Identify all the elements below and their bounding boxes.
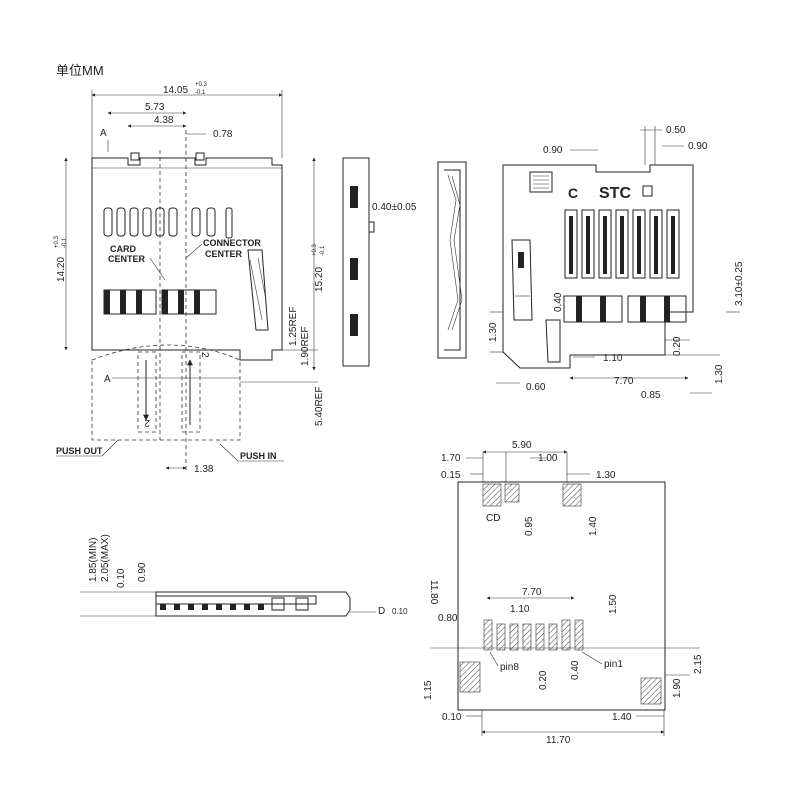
dim-br-1-30a: 1.30 [488,322,499,342]
dim-1-25-ref: 1.25REF [288,307,299,346]
contact-slots-upper [103,207,233,239]
dim-1-90-ref: 1.90REF [300,327,311,366]
dim-pcb-1-40a: 1.40 [588,516,599,536]
dim-1-38: 1.38 [194,464,214,475]
pcb-layout: 5.90 1.70 1.00 0.15 1.30 CD 0.95 1.40 11… [423,440,704,746]
contacts-br [563,209,687,323]
section-mark-bottom: A [104,374,111,385]
dim-br-3-10: 3.10±0.25 [734,261,745,306]
dim-4-38: 4.38 [154,115,174,126]
dim-15-20-tol-dn: -0.1 [320,245,326,256]
dim-br-0-60: 0.60 [526,382,546,393]
dim-pcb-0-10: 0.10 [442,712,462,723]
dim-br-0-20: 0.20 [672,336,683,356]
label-connector-center-1: CONNECTOR [203,238,261,248]
dim-side-0-40: 0.40±0.05 [372,202,417,213]
dim-front-0-90: 0.90 [137,562,148,582]
dim-pcb-0-15: 0.15 [441,470,461,481]
logo-stc: STC [599,185,631,202]
dim-15-20-tol-up: +0.3 [312,243,318,256]
dim-top-width-tol-up: +0.3 [195,82,208,88]
dim-5-40-ref: 5.40REF [314,387,325,426]
dim-br-0-50: 0.50 [666,125,686,136]
section-mark-top: A [100,128,107,139]
dim-pcb-11-80: 11.80 [428,580,439,605]
unit-label: 单位MM [56,63,104,78]
dim-pcb-0-80: 0.80 [438,613,458,624]
dim-front-2-05: 2.05(MAX) [100,534,111,582]
label-push-out: PUSH OUT [56,446,103,456]
dim-pcb-1-00: 1.00 [538,453,558,464]
dim-br-7-70: 7.70 [614,376,634,387]
side-view: 0.40±0.05 [342,157,467,367]
label-pin8: pin8 [500,662,519,673]
label-push-in: PUSH IN [240,451,277,461]
label-card-center-2: CENTER [108,254,146,264]
dim-pcb-7-70: 7.70 [522,587,542,598]
dim-pcb-2-15: 2.15 [693,654,704,674]
dim-15-20: 15.20 [314,267,325,292]
dim-5-73: 5.73 [145,102,165,113]
dim-pcb-1-70: 1.70 [441,453,461,464]
dim-0-78: 0.78 [213,129,233,140]
dim-top-width: 14.05 [163,85,188,96]
arrow-label-left: 2 [144,417,150,428]
dim-front-0-10: 0.10 [116,568,127,588]
dim-top-height: 14.20 [56,257,67,282]
pcb-pads [483,619,584,651]
label-pin1: pin1 [604,659,623,670]
dim-br-0-90a: 0.90 [543,145,563,156]
dim-br-0-90b: 0.90 [688,141,708,152]
dim-top-height-tol-up: +0.3 [54,235,60,248]
contact-blocks-lower [103,289,217,315]
flatness-mark: D [378,606,385,617]
label-card-center-1: CARD [110,244,136,254]
dim-pcb-1-10: 1.10 [510,604,530,615]
dim-br-1-10: 1.10 [603,353,623,364]
dim-br-0-85: 0.85 [641,390,661,401]
front-pins [160,597,309,611]
front-view: 1.85(MIN) 2.05(MAX) 0.10 0.90 D 0.10 [80,534,408,617]
dim-pcb-0-20: 0.20 [538,670,549,690]
top-view: 14.05 +0.3 -0.1 5.73 4.38 0.78 A 14.20 +… [54,82,326,475]
dim-top-width-tol-dn: -0.1 [195,90,206,96]
bottom-right-view: 0.90 0.50 0.90 C STC [488,125,745,401]
dim-pcb-0-95: 0.95 [524,516,535,536]
flatness-value: 0.10 [392,607,408,616]
dim-pcb-1-40b: 1.40 [612,712,632,723]
dim-pcb-11-70: 11.70 [546,735,571,746]
dim-pcb-5-90: 5.90 [512,440,532,451]
dim-front-1-85: 1.85(MIN) [88,538,99,582]
dim-pcb-1-90: 1.90 [672,678,683,698]
dim-br-1-30b: 1.30 [714,364,725,384]
dim-pcb-1-15: 1.15 [423,680,434,700]
label-cd: CD [486,513,500,524]
dim-pcb-1-50: 1.50 [608,594,619,614]
arrow-label-right: 2 [199,352,210,358]
label-connector-center-2: CENTER [205,249,243,259]
logo-area: C STC [529,171,653,202]
dim-br-0-40: 0.40 [553,292,564,312]
dim-pcb-1-30: 1.30 [596,470,616,481]
logo-c: C [568,185,578,201]
dim-pcb-0-40: 0.40 [570,660,581,680]
dim-top-height-tol-dn: -0.1 [62,237,68,248]
